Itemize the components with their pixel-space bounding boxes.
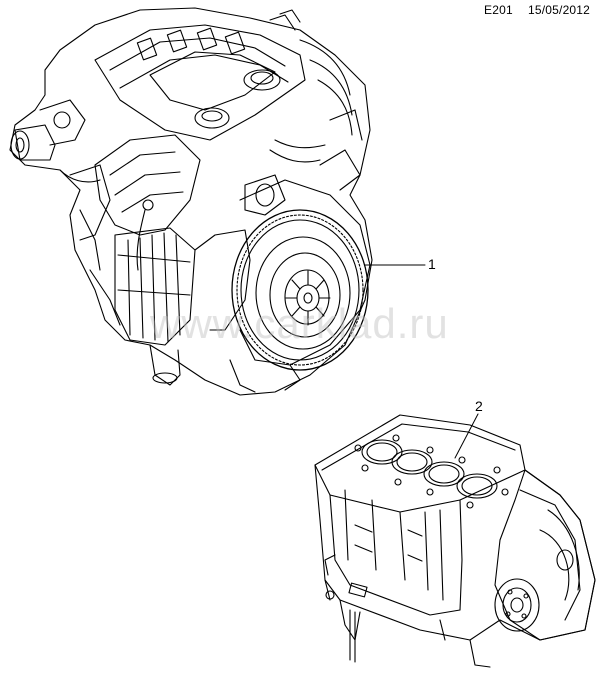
callout-2-label: 2 <box>475 398 483 414</box>
callout-1-label: 1 <box>428 256 436 272</box>
diagram-code: E201 <box>484 3 513 17</box>
diagram-date: 15/05/2012 <box>528 3 591 17</box>
watermark: www.carklad.ru <box>150 300 449 347</box>
short-block-drawing <box>314 414 596 668</box>
engine-assembly-drawing <box>9 7 373 396</box>
callout-2-leader <box>454 413 479 459</box>
